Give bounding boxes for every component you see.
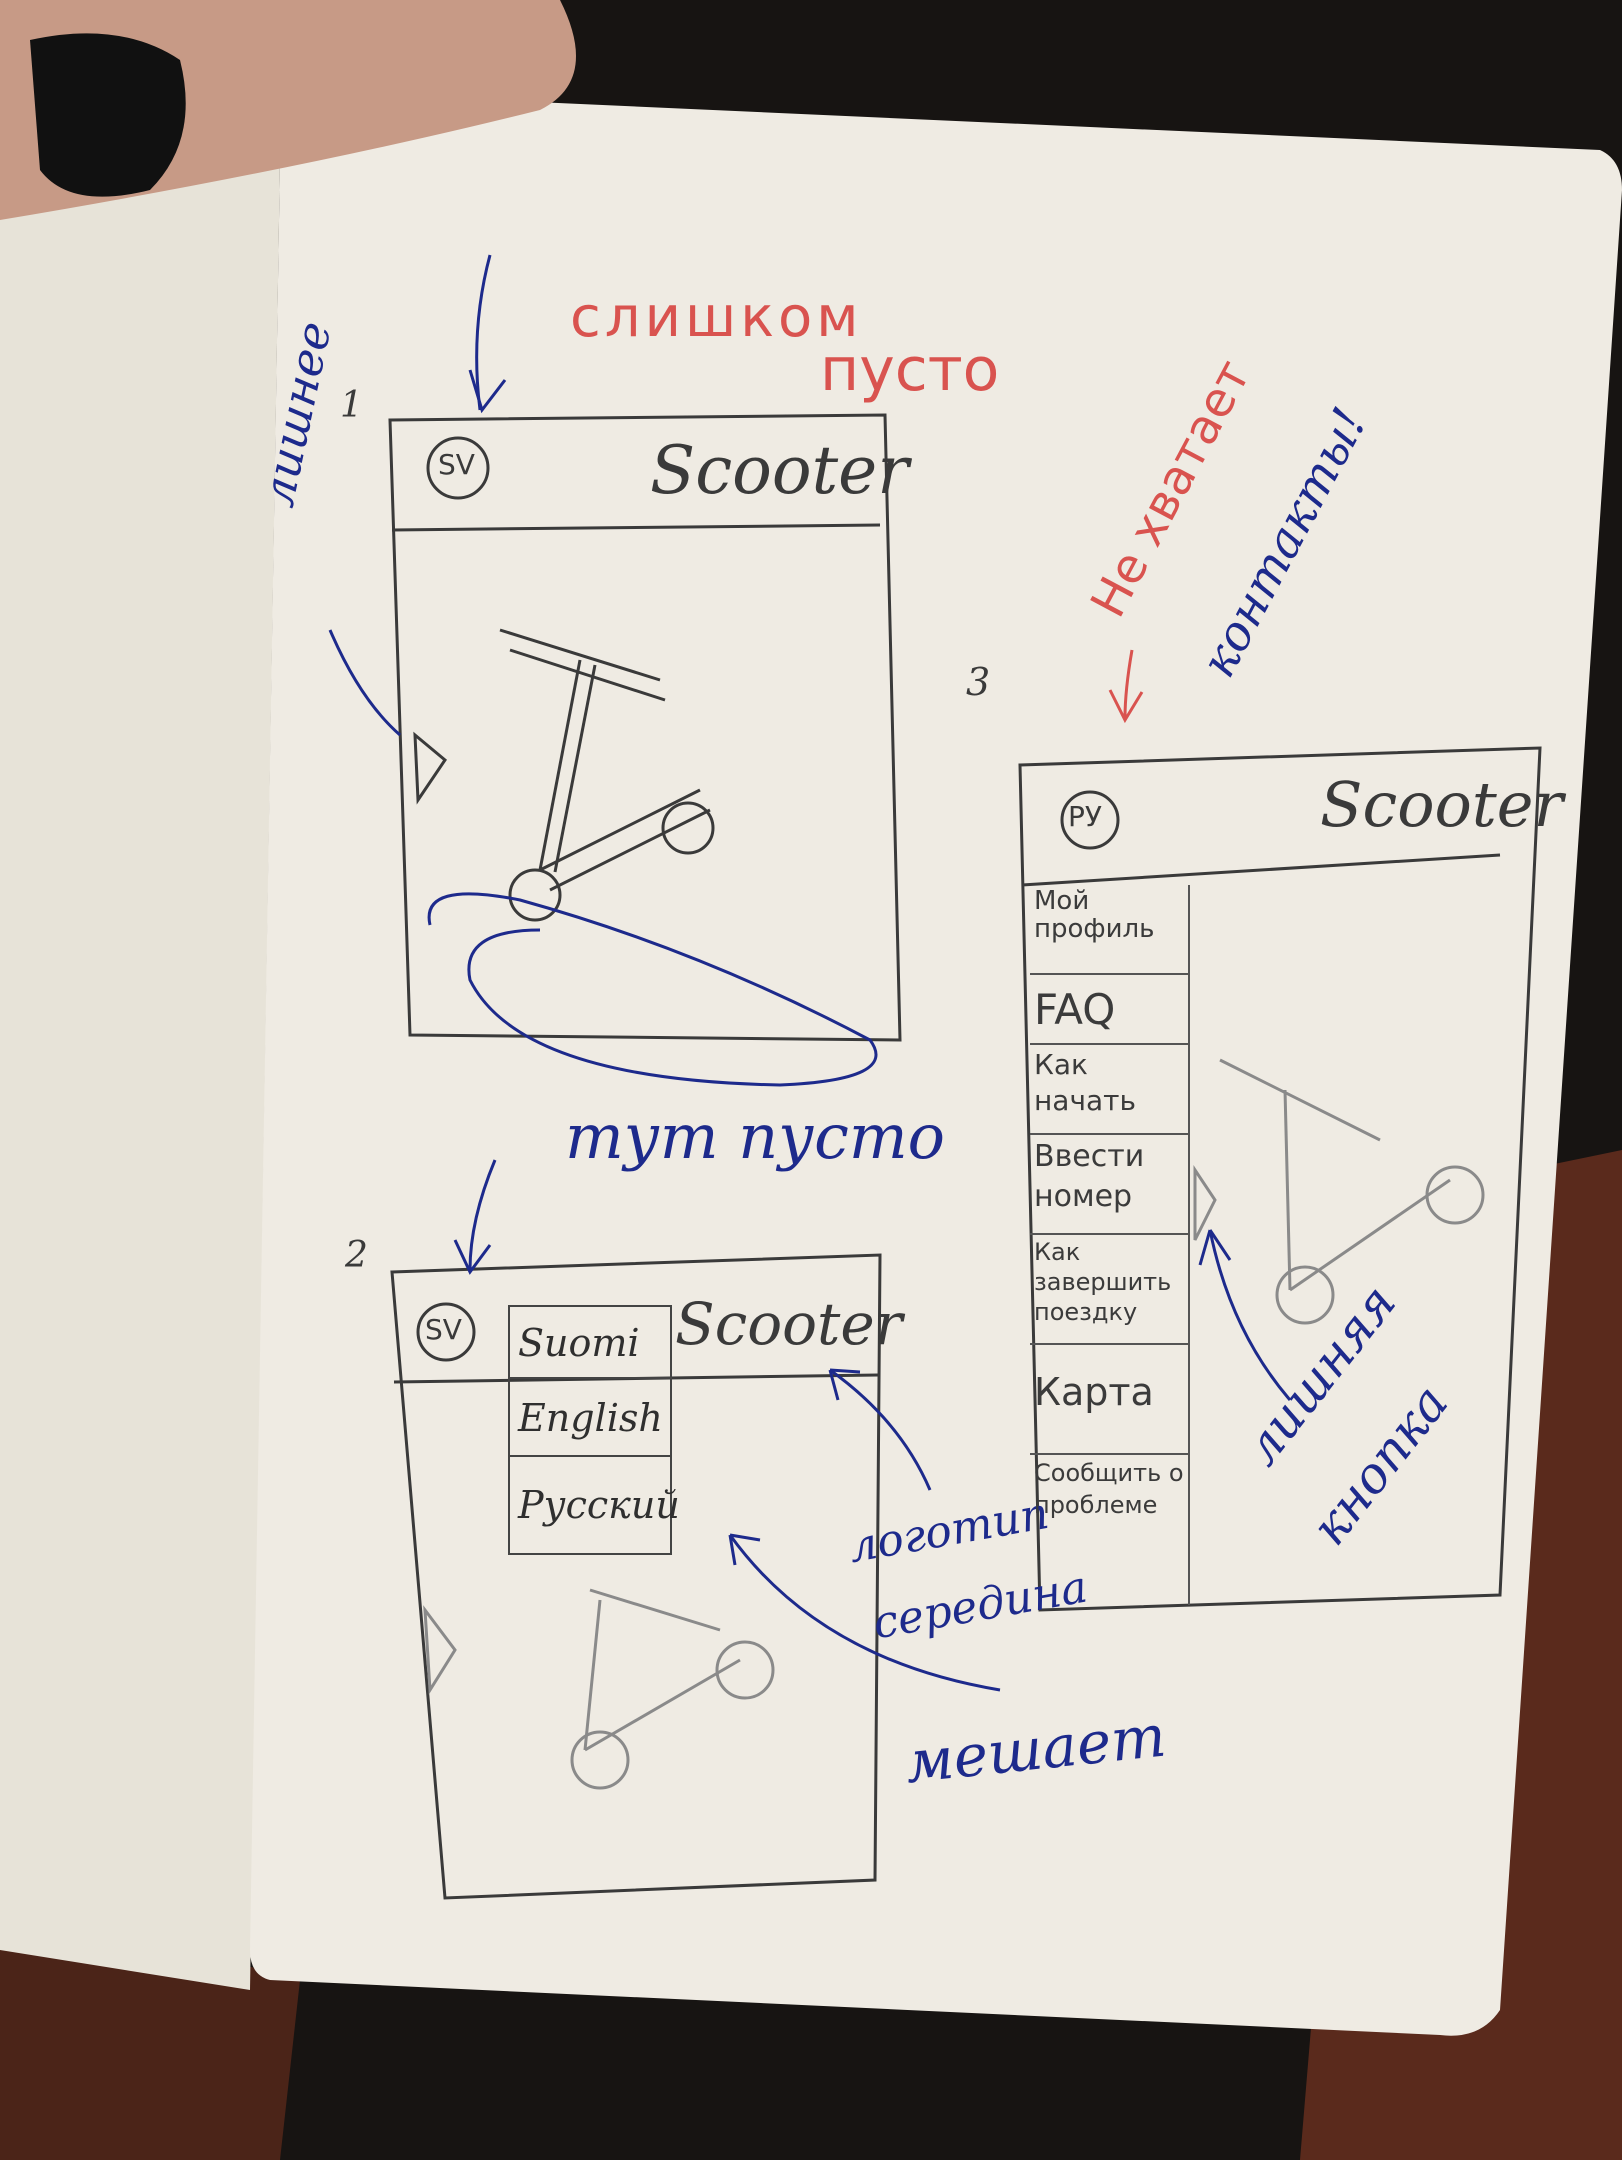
menu-item-faq[interactable]: FAQ [1030, 975, 1188, 1045]
sketch2-annotations [453, 1159, 1001, 1692]
sketch3-scooter-icon [1219, 1058, 1485, 1325]
sketch1-scooter-icon [499, 628, 715, 922]
sketch1-frame [388, 413, 902, 1042]
sketch2-logo: SV [425, 1313, 462, 1346]
sketch3-annotations [1198, 1229, 1292, 1401]
sketch2-scooter-icon [570, 1588, 775, 1790]
sketch3-left-arrow [1193, 1165, 1217, 1241]
sketch3-logo: РУ [1068, 800, 1102, 833]
menu-item-enter-number[interactable]: Ввести номер [1030, 1135, 1188, 1235]
thumb-nail [30, 33, 186, 197]
language-option-russian[interactable]: Русский [518, 1483, 680, 1527]
menu-item-map[interactable]: Карта [1030, 1345, 1188, 1455]
sketch3-frame [1018, 746, 1542, 1612]
sketch1-number: 1 [340, 385, 363, 426]
sketch1-note-red-line1: слишком [570, 285, 863, 350]
sketch1-logo-circle [426, 436, 490, 500]
sketch1-left-arrow [413, 731, 448, 805]
language-option-english[interactable]: English [510, 1379, 670, 1457]
sketch2-logo-circle [416, 1302, 476, 1362]
right-page [250, 95, 1622, 2036]
sketch3-red-arrow [1108, 649, 1144, 724]
sketch3-side-menu: Мой профиль FAQ Как начать Ввести номер … [1030, 885, 1190, 1605]
sketch1-annotations [328, 254, 878, 1087]
sketch1-note-bottom: тут пусто [565, 1100, 945, 1173]
sketch2-number: 2 [345, 1235, 368, 1276]
language-option-suomi[interactable]: Suomi [510, 1307, 670, 1379]
sketch2-language-dropdown[interactable]: Suomi English Русский [508, 1305, 680, 1555]
sketch2-left-arrow [423, 1605, 457, 1695]
sketch1-logo: SV [438, 448, 475, 481]
sketch1-title: Scooter [650, 432, 909, 509]
menu-item-how-to-start[interactable]: Как начать [1030, 1045, 1188, 1135]
left-page [0, 60, 280, 1990]
sketch1-note-red-line2: пусто [820, 335, 1000, 405]
menu-item-profile[interactable]: Мой профиль [1030, 885, 1188, 975]
menu-item-finish-ride[interactable]: Как завершить поездку [1030, 1235, 1188, 1345]
sketch3-logo-circle [1060, 790, 1120, 850]
menu-item-report-problem[interactable]: Сообщить о проблеме [1034, 1459, 1184, 1519]
sketch2-title: Scooter [675, 1290, 903, 1358]
sketch3-number: 3 [966, 660, 991, 704]
sketch3-title: Scooter [1320, 768, 1564, 841]
